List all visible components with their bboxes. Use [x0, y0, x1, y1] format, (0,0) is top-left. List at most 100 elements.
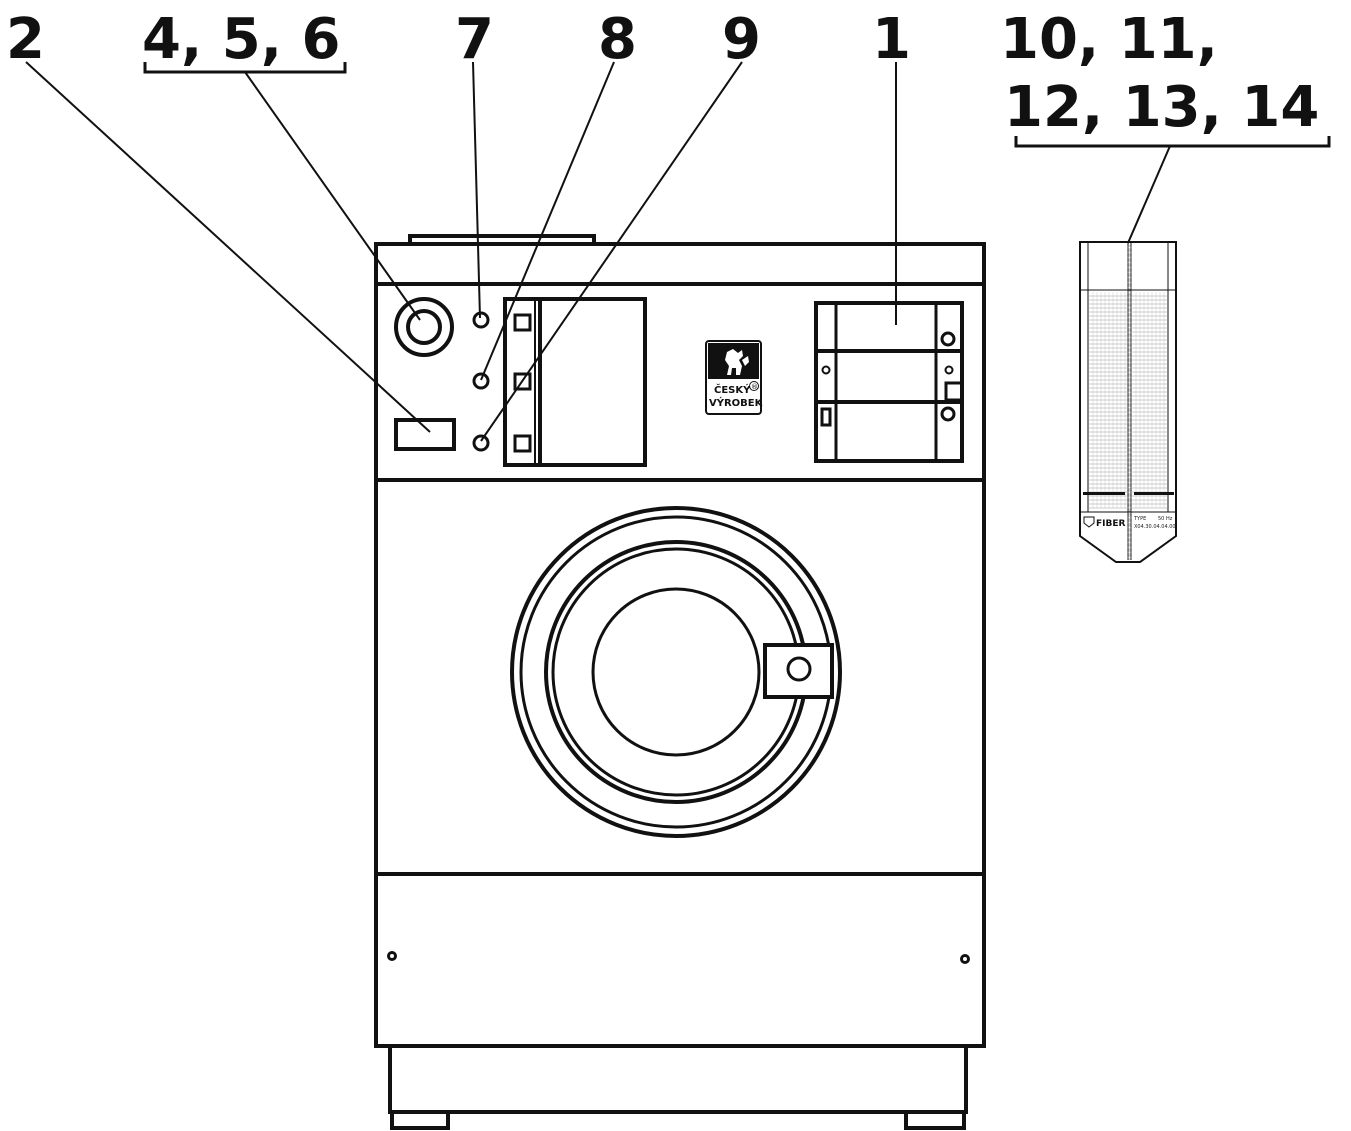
coin-box-latch — [944, 381, 964, 402]
card-perforation-hole — [1127, 420, 1132, 425]
card-perforation-hole — [1127, 315, 1132, 320]
coin-box-pin-right — [944, 365, 954, 375]
card-perforation-hole — [1127, 365, 1132, 370]
coin-box-slot — [820, 407, 832, 427]
card-perforation-hole — [1127, 260, 1132, 265]
bracket-10-14 — [1014, 136, 1331, 148]
card-perforation-hole — [1127, 245, 1132, 250]
card-perforation-hole — [1127, 360, 1132, 365]
program-knob-outer-ring — [394, 297, 454, 357]
door-gasket-inner — [551, 547, 801, 797]
door-panel — [374, 478, 986, 876]
card-perforation-hole — [1127, 410, 1132, 415]
registered-mark: ® — [751, 383, 758, 391]
card-perforation-hole — [1127, 405, 1132, 410]
program-card-outline — [1079, 241, 1177, 563]
card-brand: FIBER — [1096, 519, 1126, 529]
card-perforation-hole — [1127, 265, 1132, 270]
card-perforation-hole — [1127, 270, 1132, 275]
card-perforation-hole — [1127, 470, 1132, 475]
drawer-slot-1 — [513, 313, 532, 332]
door-handle[interactable] — [763, 643, 834, 699]
card-perforation-hole — [1127, 330, 1132, 335]
detergent-drawer[interactable] — [503, 297, 647, 467]
badge-line-2: VÝROBEK — [709, 396, 764, 409]
coin-box-middle-plate — [814, 349, 964, 404]
coin-box[interactable] — [814, 301, 964, 463]
card-perforation-hole — [1127, 535, 1132, 540]
leader-7 — [472, 61, 481, 319]
card-perforation-hole — [1127, 255, 1132, 260]
badge-frame — [705, 340, 762, 415]
card-perforation-hole — [1127, 495, 1132, 500]
callout-1: 1 — [872, 7, 911, 72]
foot-left — [390, 1110, 450, 1130]
base — [388, 1044, 968, 1114]
card-perforation-hole — [1127, 555, 1132, 560]
lower-panel — [374, 872, 986, 1048]
card-perforation-hole — [1127, 505, 1132, 510]
card-perforation-hole — [1127, 370, 1132, 375]
program-card: FIBER TYPE 50 Hz X04.30.04.04.00 — [1079, 241, 1177, 563]
washing-machine — [374, 234, 986, 1130]
card-perforation-hole — [1127, 440, 1132, 445]
card-perforation-hole — [1127, 305, 1132, 310]
door-outer-ring — [510, 506, 842, 838]
card-perforation-hole — [1127, 415, 1132, 420]
program-knob[interactable] — [394, 297, 454, 357]
card-perforation-hole — [1127, 480, 1132, 485]
card-perforation-hole — [1127, 520, 1132, 525]
card-perforation-hole — [1127, 250, 1132, 255]
washer-door[interactable] — [510, 506, 842, 838]
card-perforation-hole — [1127, 430, 1132, 435]
card-perforation-hole — [1127, 465, 1132, 470]
registered-mark-circle — [749, 381, 759, 391]
card-perforation-hole — [1127, 390, 1132, 395]
card-perforation-hole — [1127, 530, 1132, 535]
callout-4-5-6: 4, 5, 6 — [142, 7, 340, 72]
card-dark-band-left — [1083, 492, 1125, 495]
leader-10-14 — [1127, 145, 1171, 244]
card-perforation-hole — [1127, 275, 1132, 280]
indicator-lamp-8 — [472, 372, 490, 390]
card-perforation-hole — [1127, 460, 1132, 465]
card-perforation-hole — [1127, 425, 1132, 430]
card-perforation-hole — [1127, 485, 1132, 490]
card-perforation-hole — [1127, 340, 1132, 345]
card-perforation-hole — [1127, 280, 1132, 285]
card-perforation-hole — [1127, 395, 1132, 400]
card-code: X04.30.04.04.00 — [1134, 524, 1176, 530]
card-dark-band-right — [1134, 492, 1174, 495]
card-perforation-hole — [1127, 515, 1132, 520]
callout-10-11: 10, 11, — [1000, 7, 1218, 72]
card-perforation-hole — [1127, 335, 1132, 340]
card-perforation-hole — [1127, 300, 1132, 305]
foot-right — [904, 1110, 966, 1130]
leader-4-5-6 — [244, 71, 421, 321]
program-knob-inner — [406, 309, 442, 345]
drawer-slot-2 — [513, 372, 532, 391]
program-card-grid — [1089, 245, 1167, 560]
card-perforation-hole — [1127, 445, 1132, 450]
card-perforation-hole — [1127, 380, 1132, 385]
card-perforation-hole — [1127, 310, 1132, 315]
lion-logo-icon — [725, 349, 749, 375]
leader-9 — [480, 61, 743, 442]
fiber-shield-icon — [1083, 516, 1095, 528]
card-perforation-hole — [1127, 450, 1132, 455]
card-perforation-hole — [1127, 550, 1132, 555]
door-handle-lock-icon — [786, 656, 812, 682]
card-perforation-hole — [1127, 545, 1132, 550]
callout-12-13-14: 12, 13, 14 — [1004, 75, 1319, 140]
main-switch[interactable] — [394, 418, 456, 451]
screw-right — [960, 954, 970, 964]
callout-2: 2 — [6, 7, 45, 72]
card-perforation-hole — [1127, 375, 1132, 380]
card-perforation-hole — [1127, 435, 1132, 440]
card-perforation-hole — [1127, 290, 1132, 295]
card-perforation-hole — [1127, 285, 1132, 290]
card-perforation-hole — [1127, 400, 1132, 405]
cesky-vyrobek-badge: ČESKÝ VÝROBEK — [705, 340, 764, 415]
card-perforation-hole — [1127, 490, 1132, 495]
